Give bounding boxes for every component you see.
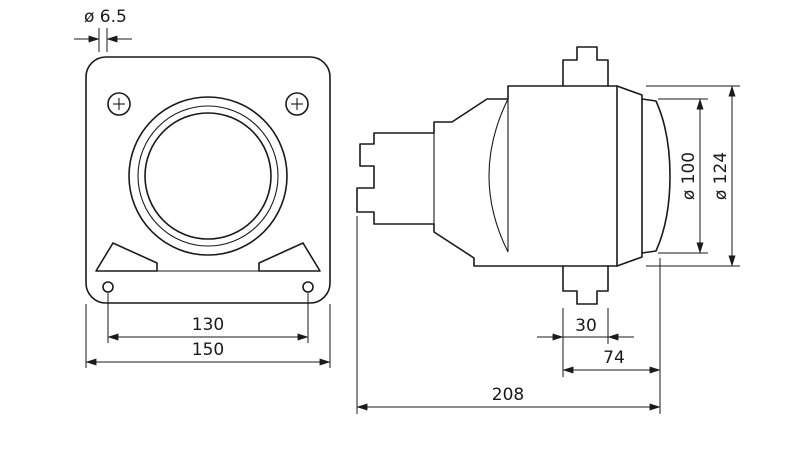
dim-hole-label: ø 6.5 bbox=[84, 7, 127, 27]
bottom-mounting-tab bbox=[562, 265, 609, 305]
mounting-hole-bottom-left bbox=[102, 281, 114, 293]
dim-flange-width-label: 150 bbox=[192, 340, 224, 360]
dim-bracket-width-label: 30 bbox=[575, 316, 597, 336]
mounting-screw-right bbox=[285, 92, 309, 116]
dim-lens-diameter-label: ø 100 bbox=[679, 152, 699, 200]
dim-flange-width: 150 bbox=[85, 304, 331, 368]
lens-bezel-outer-circle bbox=[128, 96, 288, 256]
dim-bolt-spacing-label: 130 bbox=[192, 315, 224, 335]
side-view bbox=[356, 46, 671, 305]
dim-hole-diameter: ø 6.5 bbox=[74, 7, 132, 52]
dim-front-depth-label: 74 bbox=[603, 348, 625, 368]
dim-front-depth: 74 bbox=[562, 258, 661, 377]
mounting-flange-outline bbox=[85, 56, 331, 304]
mounting-hole-bottom-right bbox=[302, 281, 314, 293]
housing-outline bbox=[356, 85, 618, 267]
dim-bracket-width: 30 bbox=[537, 308, 634, 344]
front-view bbox=[85, 56, 331, 304]
dim-total-depth: 208 bbox=[356, 216, 661, 414]
dim-lens-diameter: ø 100 bbox=[658, 98, 708, 254]
dim-total-depth-label: 208 bbox=[492, 385, 524, 405]
lens-inner-circle bbox=[144, 112, 272, 240]
dim-body-diameter: ø 124 bbox=[646, 85, 740, 267]
dim-body-diameter-label: ø 124 bbox=[711, 152, 731, 200]
front-bezel-ring bbox=[616, 85, 643, 267]
reflector-arc bbox=[488, 98, 509, 253]
lens-bezel-mid-circle bbox=[137, 105, 279, 247]
dim-bolt-spacing: 130 bbox=[107, 293, 309, 343]
dimension-annotations: ø 6.5 130 150 ø 100 bbox=[74, 7, 740, 414]
mounting-screw-left bbox=[107, 92, 131, 116]
top-mounting-tab bbox=[562, 46, 609, 87]
bracket-tab-left bbox=[95, 242, 158, 272]
lens-profile bbox=[641, 98, 671, 254]
bracket-tab-right bbox=[258, 242, 321, 272]
